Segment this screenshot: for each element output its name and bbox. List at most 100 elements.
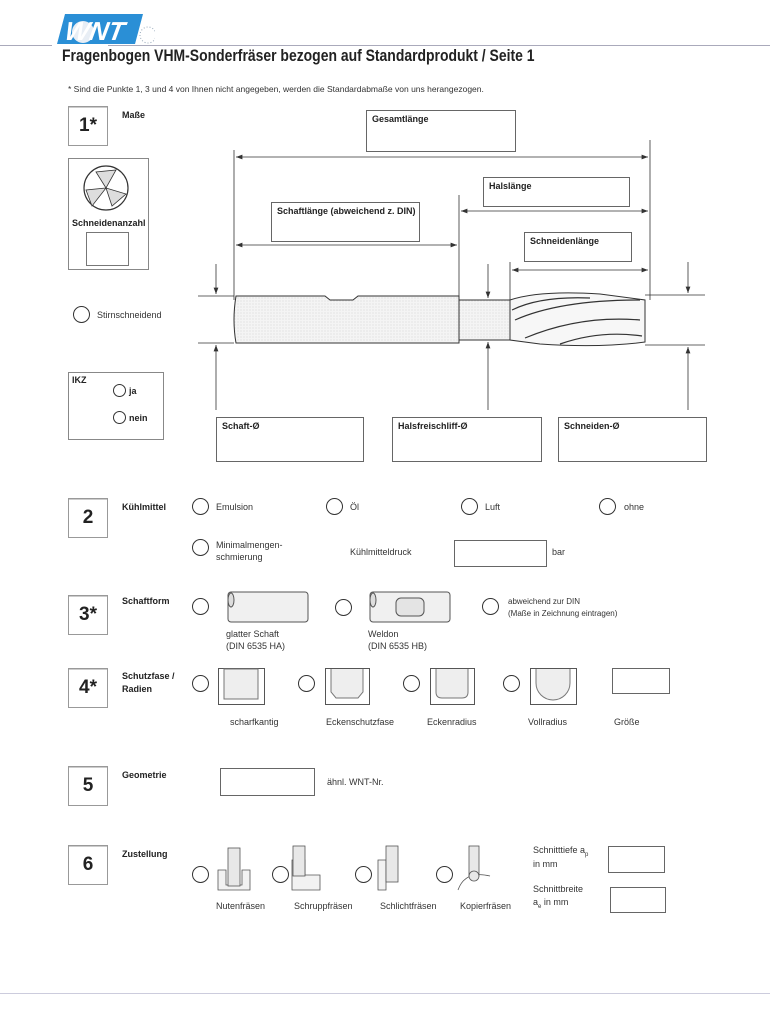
luft-radio[interactable] [461, 498, 478, 515]
note: * Sind die Punkte 1, 3 und 4 von Ihnen n… [68, 84, 484, 94]
schaft-d-field[interactable]: Schaft-Ø [216, 417, 364, 462]
abweichend-din-radio[interactable] [482, 598, 499, 615]
section-5-label: Geometrie [122, 770, 167, 780]
nutenfraesen-label: Nutenfräsen [216, 901, 266, 911]
emulsion-label: Emulsion [216, 502, 254, 512]
section-2-number: 2 [68, 498, 108, 538]
eckenradius-radio[interactable] [403, 675, 420, 692]
stirnschneidend-label: Stirnschneidend [97, 310, 162, 320]
schnittbreite-mm: in mm [541, 897, 569, 907]
eckenradius-label: Eckenradius [427, 717, 477, 727]
ohne-label: ohne [624, 502, 645, 512]
scharfkantig-radio[interactable] [192, 675, 209, 692]
schneidenanzahl-label: Schneidenanzahl [72, 218, 146, 228]
scharfkantig-label: scharfkantig [230, 717, 279, 727]
mms-label-2: schmierung [216, 552, 263, 562]
section-1-label: Maße [122, 110, 146, 120]
zustellung-images [217, 845, 491, 891]
schaft-d-label: Schaft-Ø [222, 421, 260, 431]
schnitttiefe-unit: in mm [533, 859, 558, 869]
schneidenlaenge-label: Schneidenlänge [530, 236, 600, 246]
eckenradius-image [430, 668, 475, 705]
section-5-number: 5 [68, 766, 108, 806]
mms-radio[interactable] [192, 539, 209, 556]
eckenschutzfase-radio[interactable] [298, 675, 315, 692]
header-line-left [0, 45, 52, 46]
section-3-number: 3* [68, 595, 108, 635]
luft-label: Luft [485, 502, 501, 512]
gesamtlaenge-label: Gesamtlänge [372, 114, 429, 124]
vollradius-radio[interactable] [503, 675, 520, 692]
schruppfraesen-label: Schruppfräsen [294, 901, 353, 911]
mms-label-1: Minimalmengen- [216, 540, 283, 550]
wnt-logo: WNT [57, 14, 155, 46]
schnittbreite-label: Schnittbreite [533, 884, 584, 894]
glatter-schaft-image [227, 591, 309, 623]
schnittbreite-input[interactable] [610, 887, 666, 913]
halslaenge-field[interactable]: Halslänge [483, 177, 630, 207]
schlichtfraesen-label: Schlichtfräsen [380, 901, 437, 911]
abweichend-label-1: abweichend zur DIN [508, 597, 581, 606]
ikz-label: IKZ [72, 375, 87, 385]
svg-text:WNT: WNT [63, 16, 129, 46]
schneidenlaenge-field[interactable]: Schneidenlänge [524, 232, 632, 262]
glatter-schaft-radio[interactable] [192, 598, 209, 615]
kuehlmitteldruck-label: Kühlmitteldruck [350, 547, 412, 557]
section-3-label: Schaftform [122, 596, 170, 606]
vollradius-label: Vollradius [528, 717, 568, 727]
section-6-number: 6 [68, 845, 108, 885]
ikz-ja-label: ja [129, 386, 137, 396]
schnitttiefe-input[interactable] [608, 846, 665, 873]
glatter-schaft-label-2: (DIN 6535 HA) [226, 641, 286, 651]
ikz-nein-radio[interactable] [113, 411, 126, 424]
schneiden-d-field[interactable]: Schneiden-Ø [558, 417, 707, 462]
schneidenanzahl-input[interactable] [86, 232, 129, 266]
kopierfraesen-radio[interactable] [436, 866, 453, 883]
vollradius-image [530, 668, 577, 705]
schnittbreite-a: a [533, 897, 539, 907]
abweichend-label-2: (Maße in Zeichnung eintragen) [508, 609, 618, 618]
section-4-label-2: Radien [122, 684, 153, 694]
emulsion-radio[interactable] [192, 498, 209, 515]
section-2-label: Kühlmittel [122, 502, 166, 512]
schnittbreite-unit: ae in mm [533, 897, 568, 910]
hals-d-field[interactable]: Halsfreischliff-Ø [392, 417, 542, 462]
eckenschutzfase-label: Eckenschutzfase [326, 717, 395, 727]
schnitttiefe-label: Schnitttiefe ap [533, 845, 588, 858]
schruppfraesen-radio[interactable] [272, 866, 289, 883]
hals-d-label: Halsfreischliff-Ø [398, 421, 468, 431]
halslaenge-label: Halslänge [489, 181, 532, 191]
kuehlmitteldruck-input[interactable] [454, 540, 547, 567]
footer-line [0, 993, 770, 994]
bar-unit: bar [552, 547, 566, 557]
schaftlaenge-field[interactable]: Schaftlänge (abweichend z. DIN) [271, 202, 420, 242]
gesamtlaenge-field[interactable]: Gesamtlänge [366, 110, 516, 152]
wnt-nr-label: ähnl. WNT-Nr. [327, 777, 384, 787]
nutenfraesen-radio[interactable] [192, 866, 209, 883]
oel-label: Öl [350, 502, 359, 512]
oel-radio[interactable] [326, 498, 343, 515]
schneiden-d-label: Schneiden-Ø [564, 421, 620, 431]
stirnschneidend-radio[interactable] [73, 306, 90, 323]
eckenschutzfase-image [325, 668, 370, 705]
weldon-label-1: Weldon [368, 629, 399, 639]
header-line-right [108, 45, 770, 46]
section-1-number: 1* [68, 106, 108, 146]
groesse-label: Größe [614, 717, 640, 727]
glatter-schaft-label-1: glatter Schaft [226, 629, 280, 639]
ohne-radio[interactable] [599, 498, 616, 515]
schaftlaenge-label: Schaftlänge (abweichend z. DIN) [277, 206, 416, 216]
schlichtfraesen-radio[interactable] [355, 866, 372, 883]
schnitttiefe-text: Schnitttiefe a [533, 845, 586, 855]
ikz-ja-radio[interactable] [113, 384, 126, 397]
groesse-input[interactable] [612, 668, 670, 694]
schnittbreite-sub: e [538, 903, 542, 910]
section-6-label: Zustellung [122, 849, 168, 859]
weldon-radio[interactable] [335, 599, 352, 616]
schnitttiefe-sub: p [585, 851, 589, 858]
kopierfraesen-label: Kopierfräsen [460, 901, 512, 911]
tool-drawing [68, 140, 705, 440]
wnt-nr-input[interactable] [220, 768, 315, 796]
section-4-label-1: Schutzfase / [122, 671, 175, 681]
ikz-nein-label: nein [129, 413, 148, 423]
